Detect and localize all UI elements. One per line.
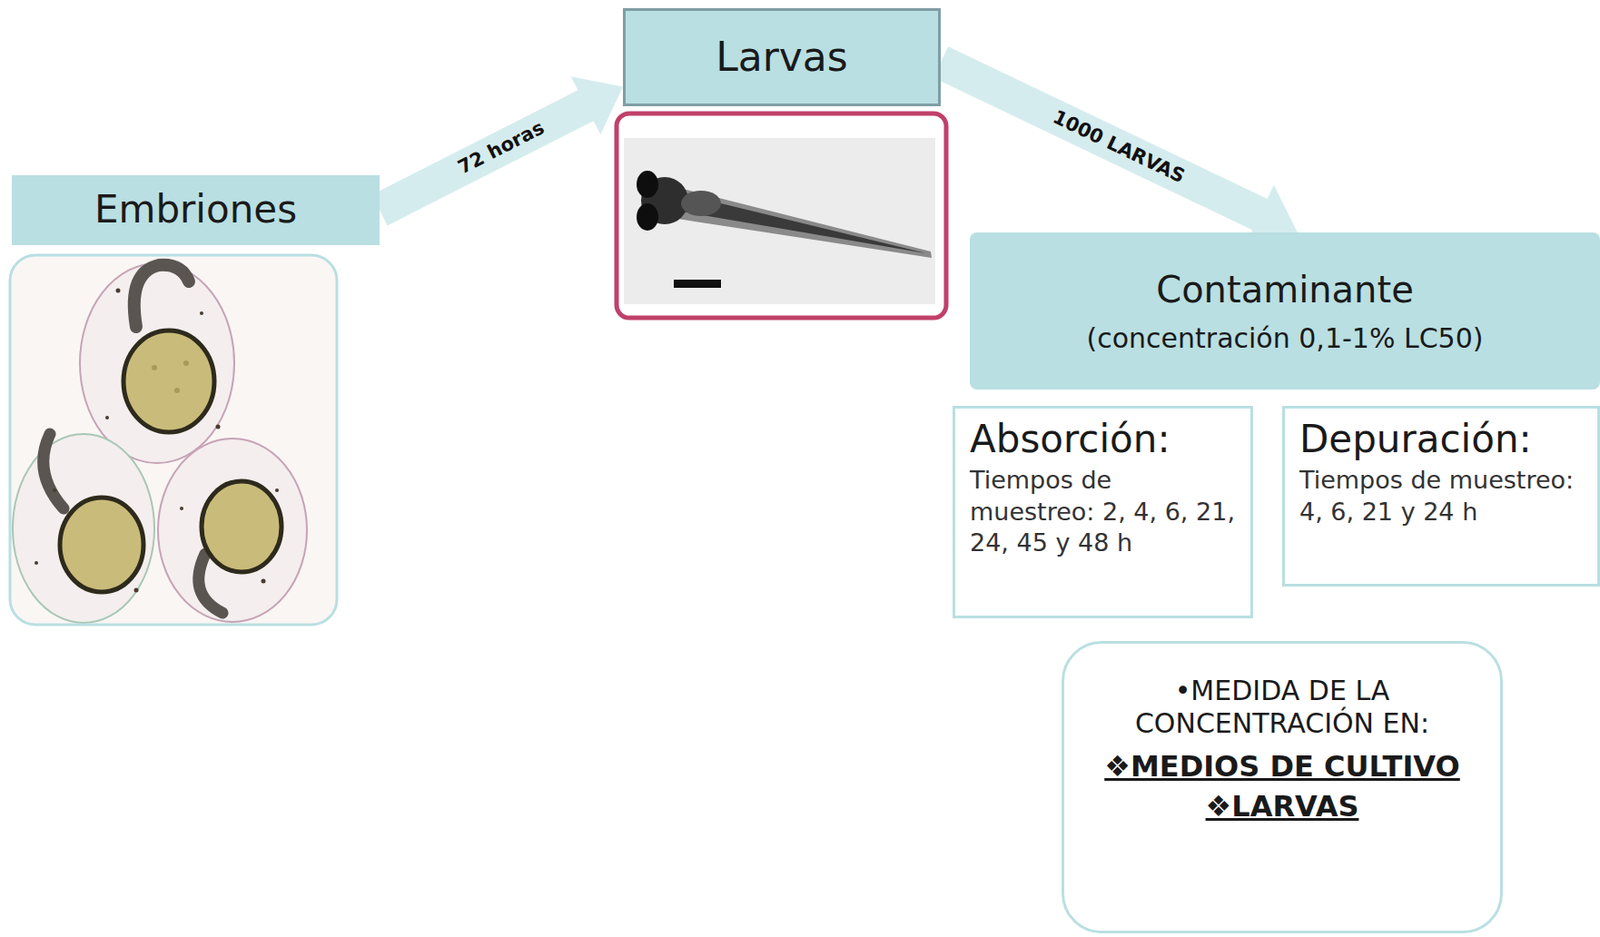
node-heading: Embriones: [22, 187, 369, 233]
node-text: Tiempos de muestreo: 2, 4, 6, 21, 24, 45…: [969, 464, 1236, 560]
node-heading: Larvas: [636, 33, 928, 82]
measurement-box: •MEDIDA DE LA CONCENTRACIÓN EN: ❖MEDIOS D…: [1061, 641, 1503, 934]
stage-band: Embriones: [11, 175, 380, 246]
stage-box: Larvas: [622, 8, 941, 107]
node-text: ❖LARVAS: [1082, 789, 1482, 824]
block-arrow: [371, 76, 623, 226]
embryo-photo: [9, 255, 337, 625]
larva-photo: [616, 113, 947, 318]
node-text: Tiempos de muestreo: 4, 6, 21 y 24 h: [1299, 464, 1583, 528]
node-text: (concentración 0,1-1% LC50): [986, 322, 1584, 356]
sampling-box: Absorción:Tiempos de muestreo: 2, 4, 6, …: [952, 405, 1254, 619]
node-heading: Contaminante: [986, 267, 1584, 312]
sampling-box: Depuración:Tiempos de muestreo: 4, 6, 21…: [1282, 405, 1600, 587]
node-heading: •MEDIDA DE LA CONCENTRACIÓN EN:: [1082, 674, 1482, 741]
node-heading: Absorción:: [969, 417, 1236, 462]
node-heading: Depuración:: [1299, 417, 1583, 462]
node-text: ❖MEDIOS DE CULTIVO: [1082, 749, 1482, 784]
block-arrow: [933, 46, 1298, 244]
arrow-label: 1000 LARVAS: [1046, 105, 1193, 189]
treatment-box: Contaminante (concentración 0,1-1% LC50): [969, 232, 1600, 390]
